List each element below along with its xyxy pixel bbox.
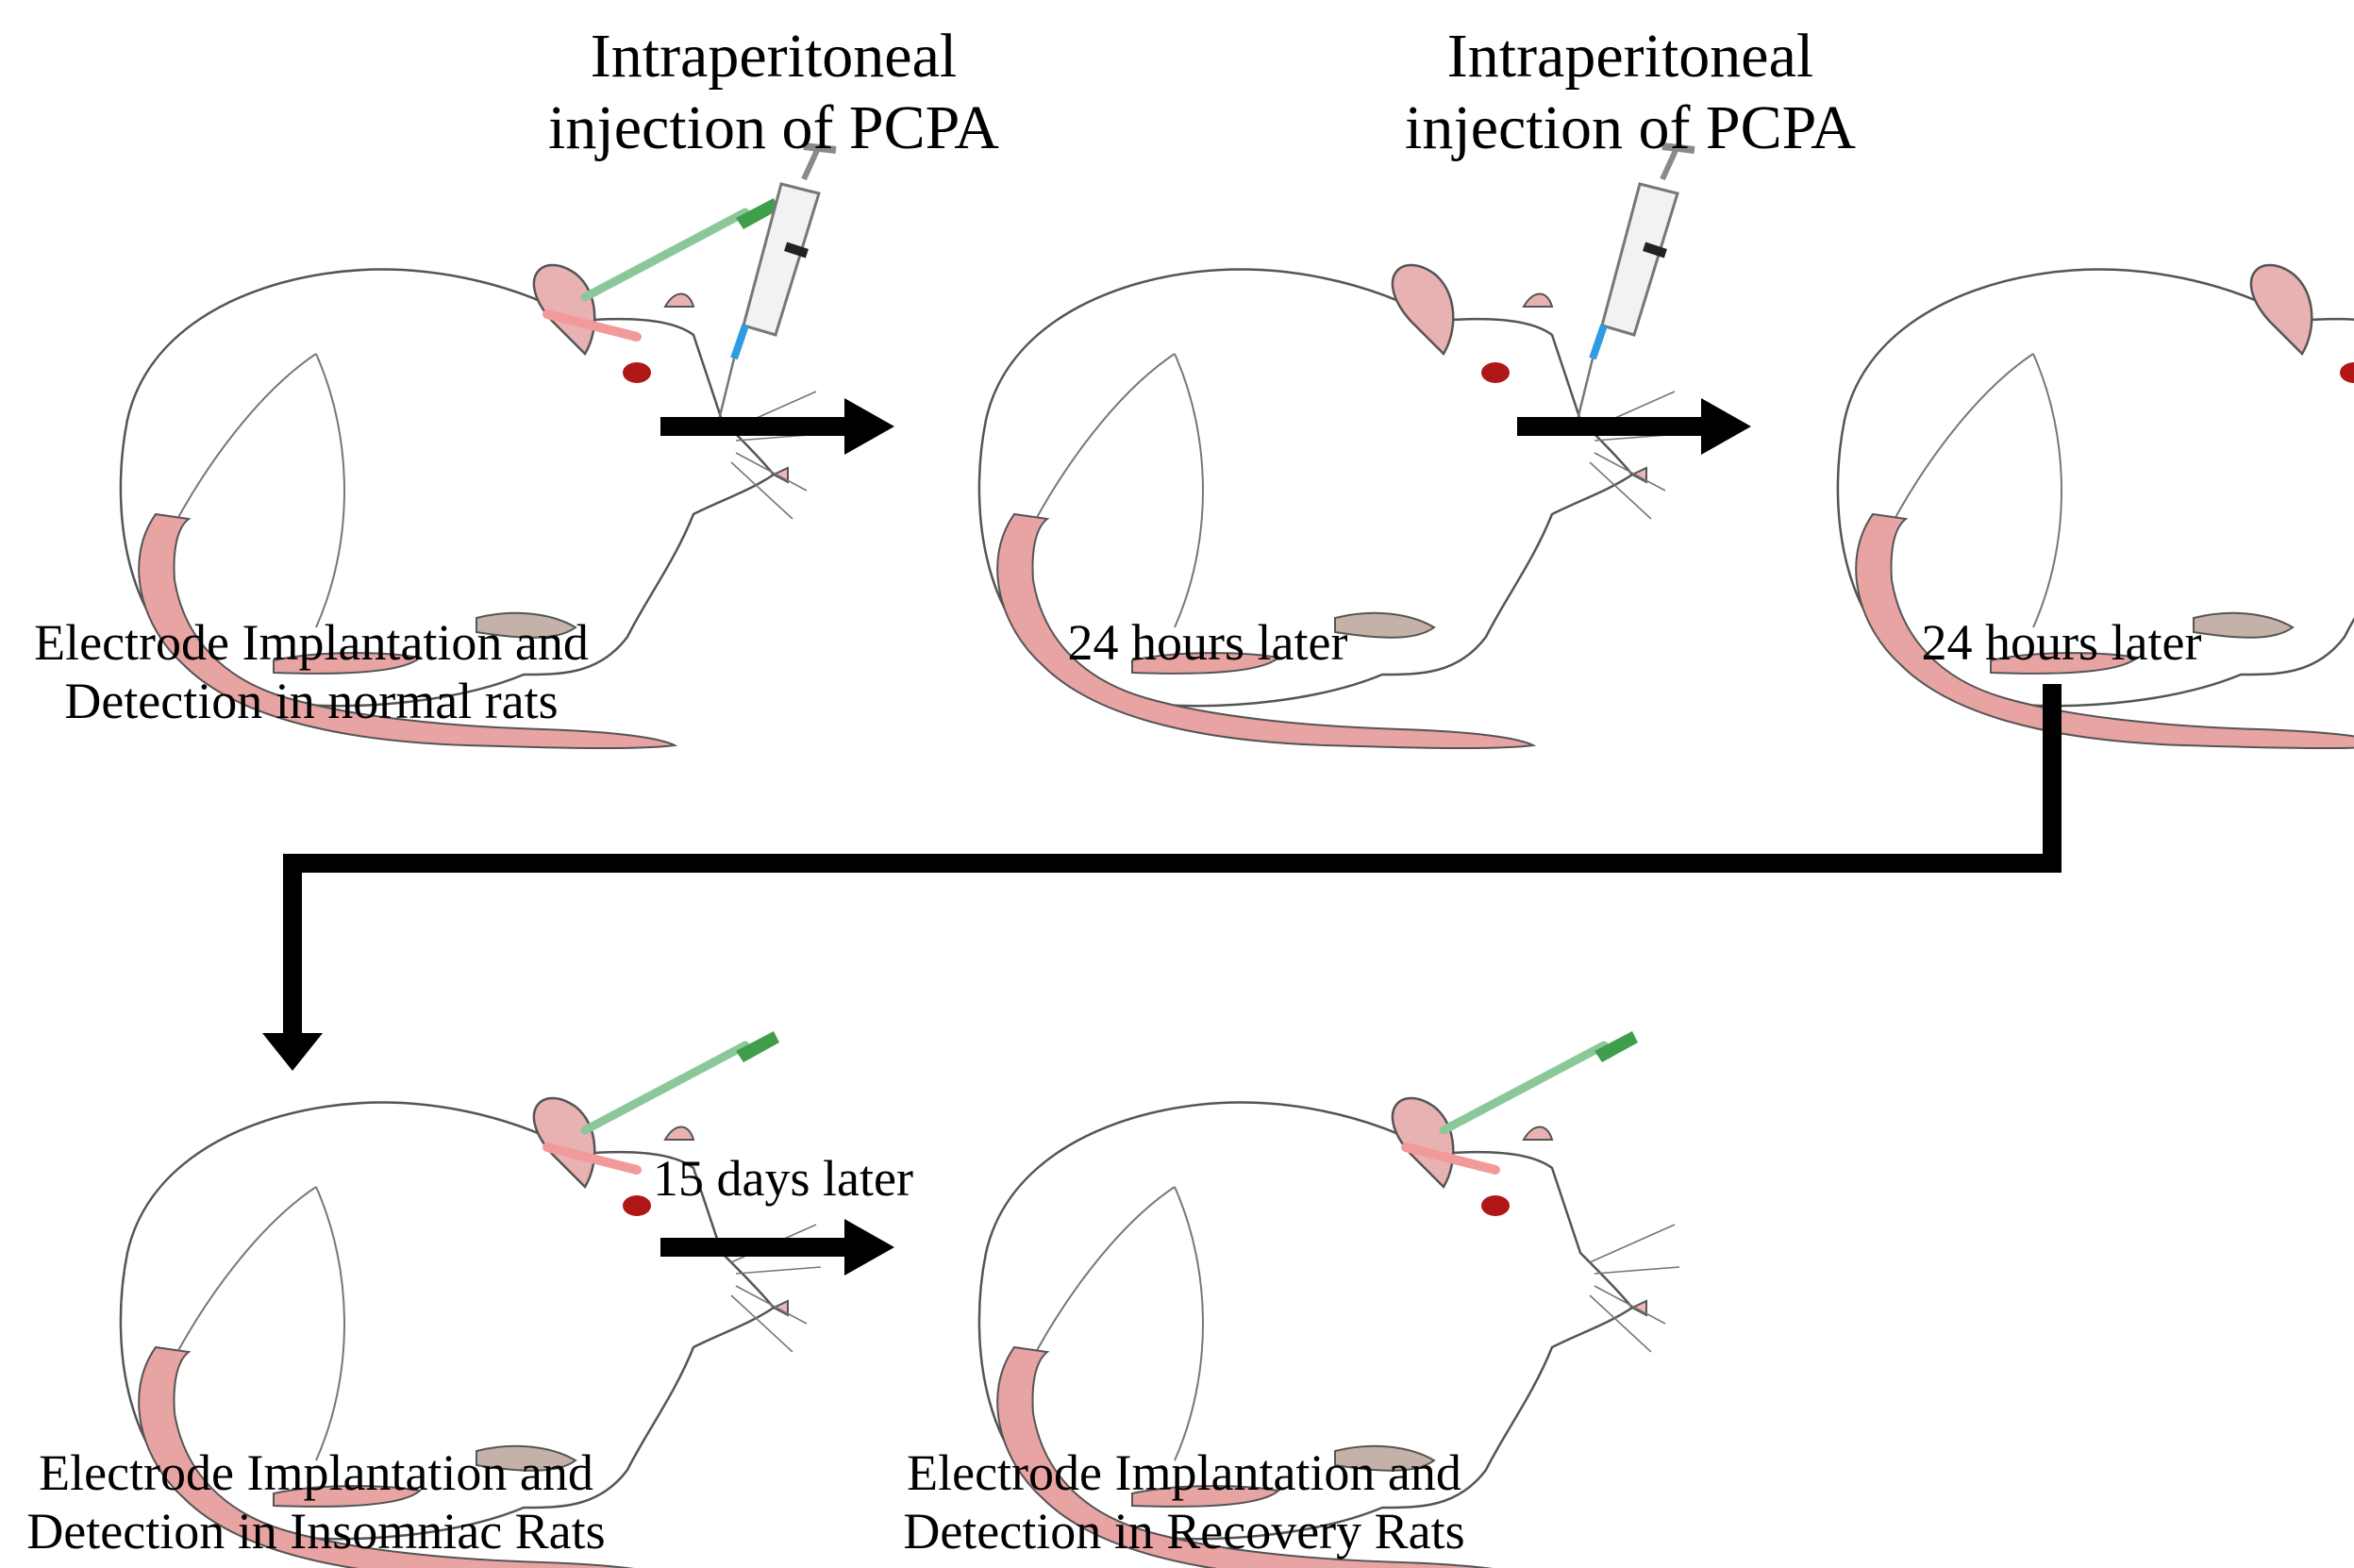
syringe-icon-2 <box>1578 146 1695 420</box>
caption-rat-recovery-line2: Detection in Recovery Rats <box>903 1503 1465 1560</box>
injection-label-2-line1: Intraperitoneal <box>1446 22 1814 91</box>
caption-rat-insomniac-line2: Detection in Insomniac Rats <box>26 1503 606 1560</box>
caption-rat-recovery-line1: Electrode Implantation and <box>907 1444 1461 1501</box>
connector-arrowhead <box>262 1033 323 1071</box>
injection-label-2: Intraperitoneal injection of PCPA <box>1385 21 1876 164</box>
caption-rat-24h-2-line1: 24 hours later <box>1921 614 2202 671</box>
caption-rat-normal: Electrode Implantation and Detection in … <box>5 613 618 730</box>
caption-rat-24h-1-line1: 24 hours later <box>1067 614 1348 671</box>
rat-24h-2 <box>1836 263 2354 750</box>
caption-rat-recovery: Electrode Implantation and Detection in … <box>873 1443 1495 1560</box>
caption-rat-24h-1: 24 hours later <box>943 613 1472 672</box>
injection-label-2-line2: injection of PCPA <box>1405 92 1856 162</box>
injection-label-1-line1: Intraperitoneal <box>590 22 958 91</box>
caption-rat-insomniac-line1: Electrode Implantation and <box>39 1444 593 1501</box>
caption-rat-normal-line1: Electrode Implantation and <box>34 614 589 671</box>
interval-label: 15 days later <box>632 1149 934 1208</box>
caption-rat-normal-line2: Detection in normal rats <box>64 673 559 730</box>
caption-rat-insomniac: Electrode Implantation and Detection in … <box>5 1443 627 1560</box>
interval-label-text: 15 days later <box>653 1150 913 1207</box>
syringe-icon-1 <box>719 146 836 420</box>
injection-label-1-line2: injection of PCPA <box>548 92 999 162</box>
rat-24h-1 <box>977 263 1681 750</box>
connector-arrow <box>283 684 2062 1038</box>
caption-rat-24h-2: 24 hours later <box>1797 613 2326 672</box>
injection-label-1: Intraperitoneal injection of PCPA <box>528 21 1019 164</box>
